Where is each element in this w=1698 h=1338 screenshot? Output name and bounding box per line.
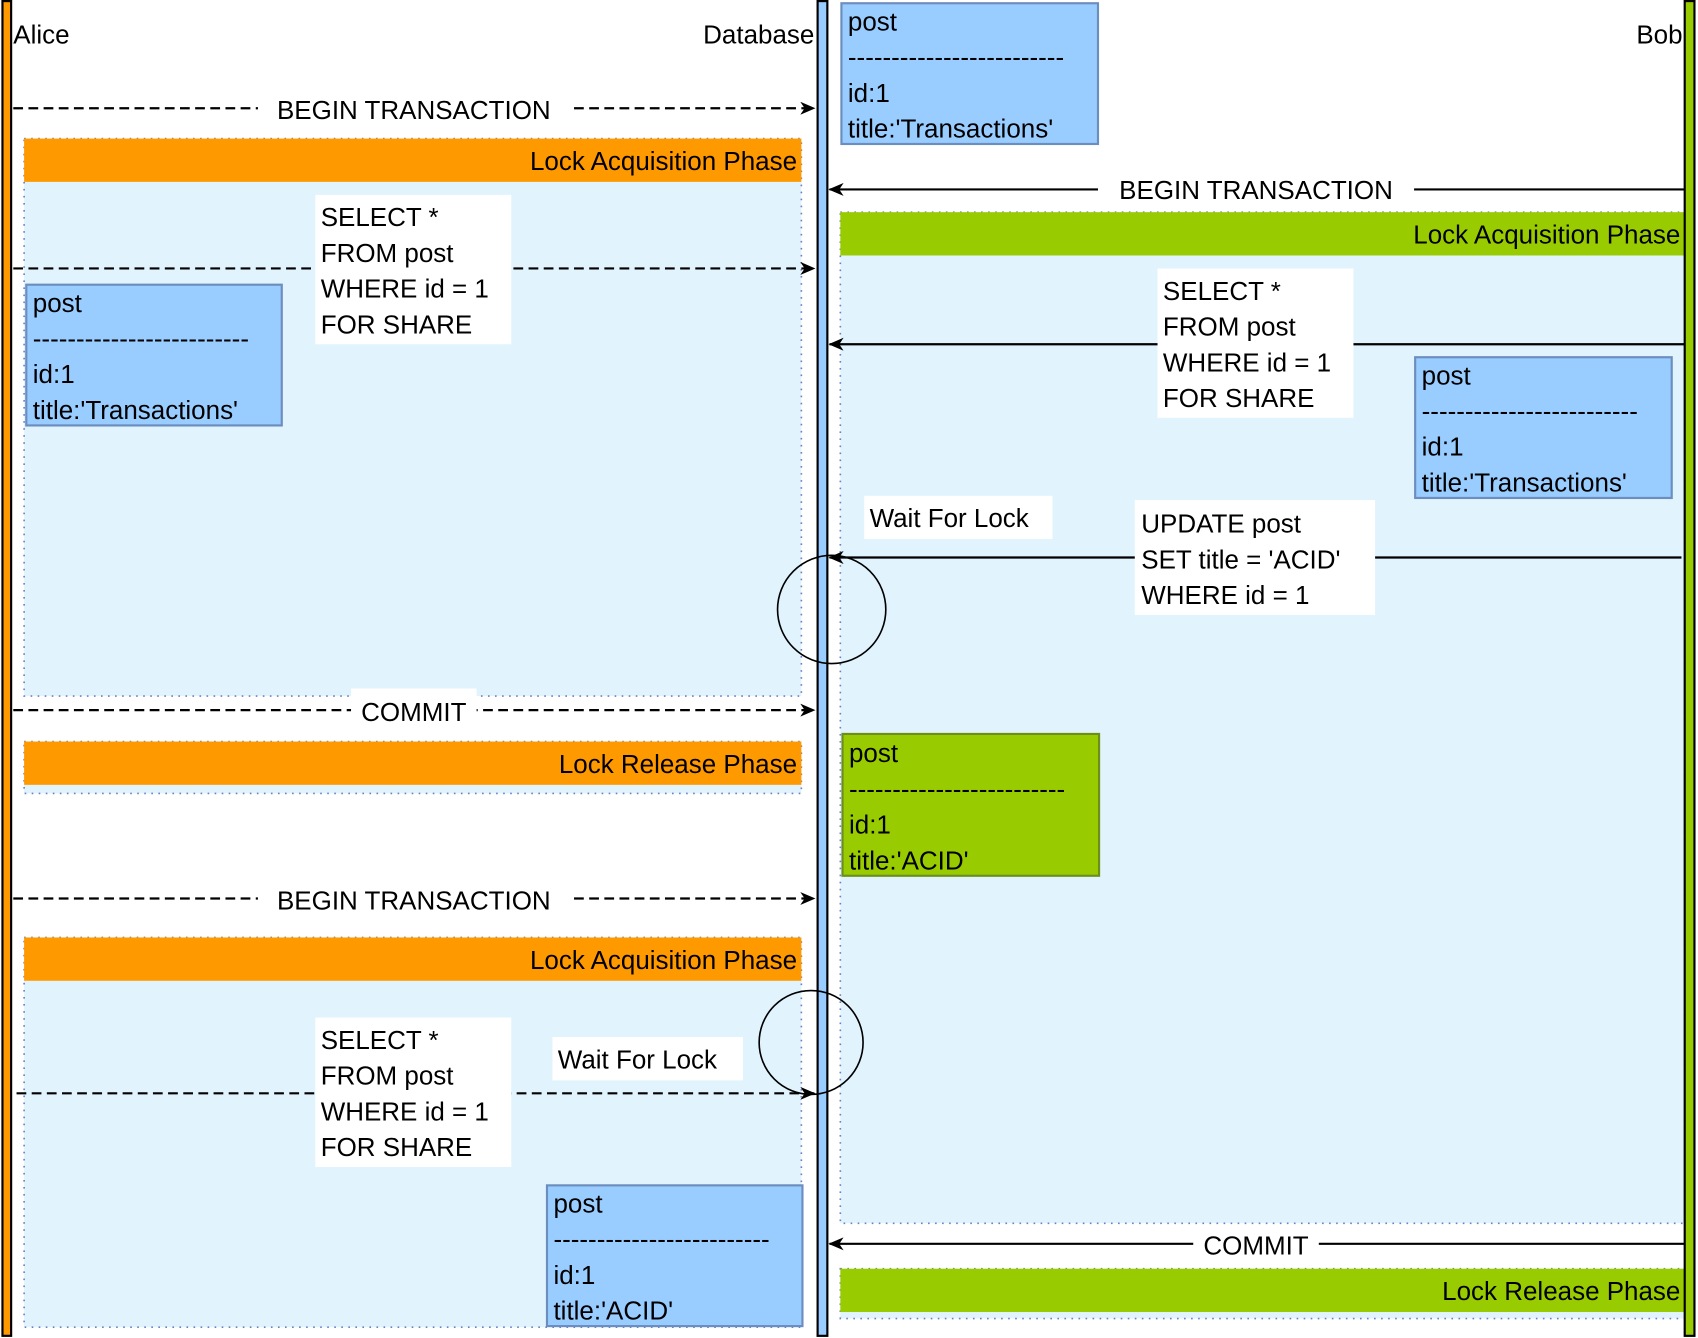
svg-text:title:'ACID': title:'ACID' xyxy=(849,845,969,875)
alice-release-label: Lock Release Phase xyxy=(559,749,797,779)
svg-text:FROM post: FROM post xyxy=(1163,312,1297,342)
svg-text:id:1: id:1 xyxy=(33,359,75,389)
svg-text:post: post xyxy=(849,738,899,768)
svg-text:title:'ACID': title:'ACID' xyxy=(553,1296,673,1326)
svg-text:SELECT *: SELECT * xyxy=(321,1025,439,1055)
alice-select-query-1: SELECT * FROM post WHERE id = 1 FOR SHAR… xyxy=(315,194,512,345)
bob-select-query: SELECT * FROM post WHERE id = 1 FOR SHAR… xyxy=(1157,268,1354,418)
svg-text:FROM post: FROM post xyxy=(321,238,455,268)
svg-text:SELECT *: SELECT * xyxy=(321,202,439,232)
svg-text:-------------------------: ------------------------- xyxy=(1422,396,1638,426)
alice-wait-label: Wait For Lock xyxy=(558,1044,718,1074)
svg-text:WHERE id = 1: WHERE id = 1 xyxy=(1141,580,1309,610)
bob-commit-label: COMMIT xyxy=(1203,1231,1308,1261)
svg-text:SELECT *: SELECT * xyxy=(1163,276,1281,306)
bob-update-query: UPDATE post SET title = 'ACID' WHERE id … xyxy=(1134,500,1376,615)
bob-wait-label: Wait For Lock xyxy=(870,503,1030,533)
alice-phase-header-2 xyxy=(24,937,802,981)
svg-text:post: post xyxy=(1422,360,1472,390)
alice-begin-label-1: BEGIN TRANSACTION xyxy=(277,95,551,125)
svg-text:post: post xyxy=(848,6,898,36)
svg-text:SET title = 'ACID': SET title = 'ACID' xyxy=(1141,544,1340,574)
svg-text:-------------------------: ------------------------- xyxy=(849,774,1065,804)
alice-begin-label-2: BEGIN TRANSACTION xyxy=(277,885,551,915)
bob-release-header xyxy=(840,1268,1685,1313)
alice-phase-label-2: Lock Acquisition Phase xyxy=(530,945,797,975)
database-label: Database xyxy=(703,19,814,49)
svg-text:WHERE id = 1: WHERE id = 1 xyxy=(321,274,489,304)
bob-phase-label: Lock Acquisition Phase xyxy=(1413,220,1680,250)
svg-text:FROM post: FROM post xyxy=(321,1061,455,1091)
bob-release-label: Lock Release Phase xyxy=(1442,1276,1680,1306)
svg-text:id:1: id:1 xyxy=(1422,432,1464,462)
database-lifeline xyxy=(816,0,829,1337)
svg-text:FOR SHARE: FOR SHARE xyxy=(1163,383,1315,413)
svg-text:id:1: id:1 xyxy=(848,78,890,108)
svg-text:UPDATE post: UPDATE post xyxy=(1141,509,1301,539)
svg-text:id:1: id:1 xyxy=(849,810,891,840)
alice-select-query-2: SELECT * FROM post WHERE id = 1 FOR SHAR… xyxy=(315,1017,512,1167)
alice-result-record-2: post ------------------------- id:1 titl… xyxy=(545,1184,804,1328)
bob-wait-circle xyxy=(776,554,887,665)
svg-text:-------------------------: ------------------------- xyxy=(848,42,1064,72)
alice-release-header xyxy=(24,741,802,785)
svg-text:-------------------------: ------------------------- xyxy=(33,323,249,353)
alice-commit-label: COMMIT xyxy=(361,697,466,727)
svg-text:title:'Transactions': title:'Transactions' xyxy=(33,395,238,425)
alice-result-record-1: post ------------------------- id:1 titl… xyxy=(25,283,283,427)
svg-text:WHERE id = 1: WHERE id = 1 xyxy=(1163,347,1331,377)
db-record-initial: post ------------------------- id:1 titl… xyxy=(840,2,1100,146)
bob-result-record: post ------------------------- id:1 titl… xyxy=(1414,356,1673,500)
svg-text:id:1: id:1 xyxy=(553,1260,595,1290)
db-record-updated: post ------------------------- id:1 titl… xyxy=(841,732,1101,877)
svg-text:FOR SHARE: FOR SHARE xyxy=(321,1132,473,1162)
svg-text:FOR SHARE: FOR SHARE xyxy=(321,309,473,339)
alice-lifeline xyxy=(1,0,13,1337)
svg-text:WHERE id = 1: WHERE id = 1 xyxy=(321,1096,489,1126)
svg-text:-------------------------: ------------------------- xyxy=(553,1224,769,1254)
alice-wait-circle xyxy=(758,989,864,1096)
svg-text:post: post xyxy=(553,1188,603,1218)
svg-text:title:'Transactions': title:'Transactions' xyxy=(1422,467,1627,497)
bob-label: Bob xyxy=(1636,19,1682,49)
bob-phase-header xyxy=(840,212,1685,256)
bob-begin-label: BEGIN TRANSACTION xyxy=(1119,175,1393,205)
alice-label: Alice xyxy=(13,19,69,49)
bob-lifeline xyxy=(1683,0,1696,1337)
svg-text:post: post xyxy=(33,288,83,318)
alice-phase-header-1 xyxy=(24,138,802,182)
svg-text:title:'Transactions': title:'Transactions' xyxy=(848,113,1053,143)
alice-phase-label-1: Lock Acquisition Phase xyxy=(530,146,797,176)
